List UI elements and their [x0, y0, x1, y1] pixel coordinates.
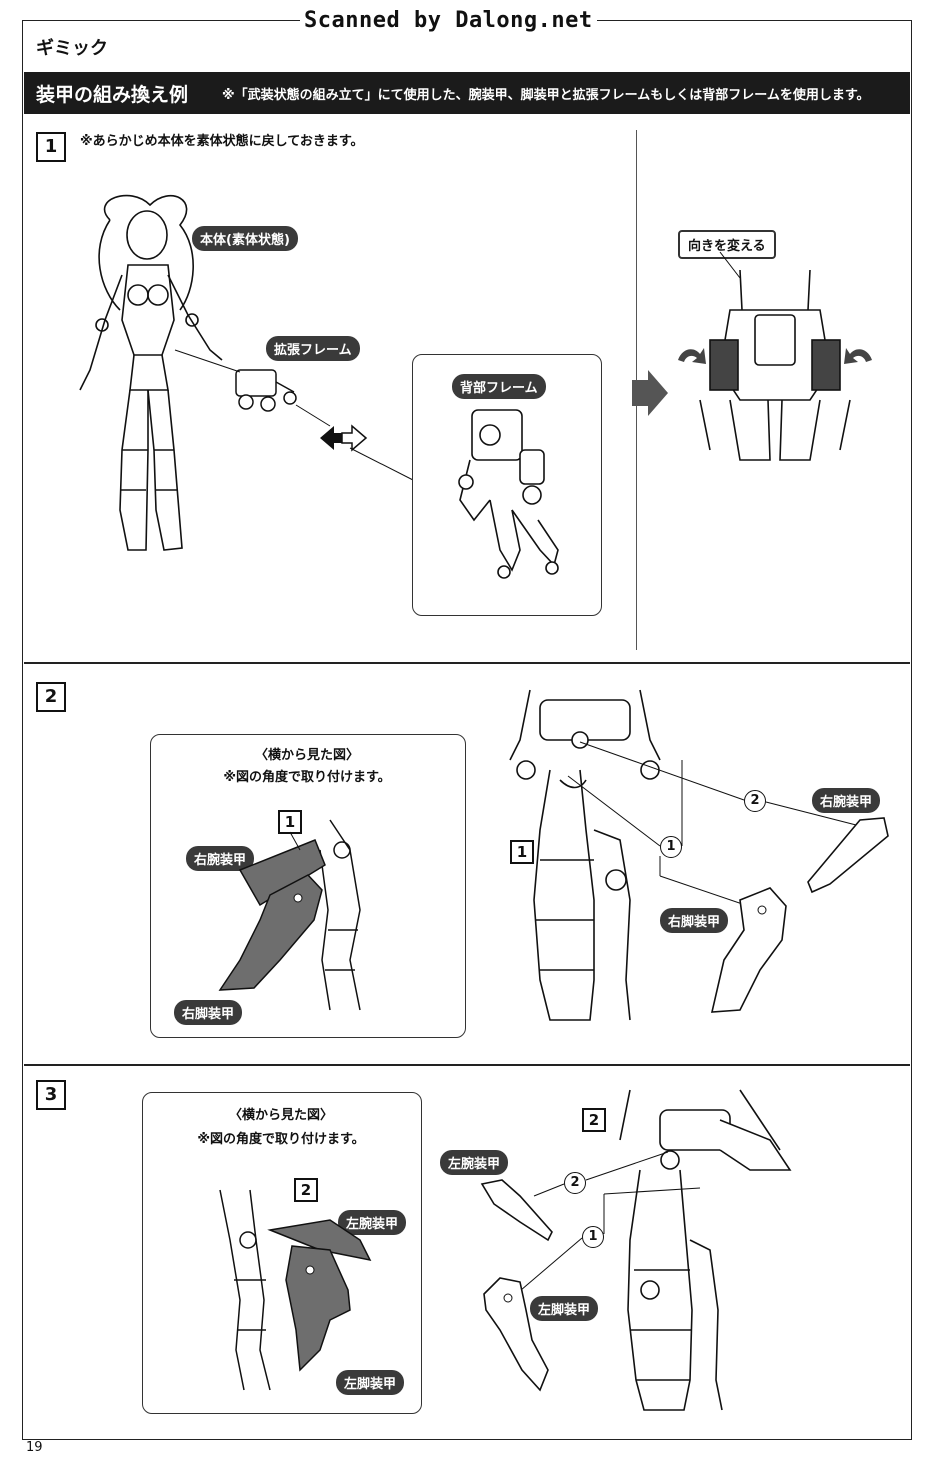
- step3-side-view-illustration: [219, 1189, 372, 1391]
- step2-order-2: 2: [744, 790, 766, 812]
- step2-side-label-right-arm-armor: 右腕装甲: [186, 846, 255, 871]
- back-frame-part: [458, 409, 559, 579]
- step2-side-view-title: 〈横から見た図〉: [254, 748, 359, 763]
- label-back-frame: 背部フレーム: [452, 374, 546, 399]
- step1-note: ※あらかじめ本体を素体状態に戻しておきます。: [80, 134, 364, 149]
- step2-ref-number: 1: [510, 840, 534, 864]
- label-expansion-frame: 拡張フレーム: [266, 336, 360, 361]
- step2-side-view-illustration: [218, 819, 361, 1011]
- step2-label-right-arm-armor: 右腕装甲: [812, 788, 881, 813]
- step3-order-1: 1: [582, 1226, 604, 1248]
- label-body: 本体(素体状態): [192, 226, 298, 251]
- back-frame-rotated-illustration: [678, 269, 872, 461]
- step3-label-left-arm-armor: 左腕装甲: [440, 1150, 509, 1175]
- figure-body-illustration: [79, 194, 223, 551]
- step1-number: 1: [36, 132, 66, 162]
- section-title: ギミック: [36, 38, 108, 59]
- step-divider-1: [24, 662, 910, 664]
- step2-label-right-leg-armor: 右脚装甲: [660, 908, 729, 933]
- watermark: Scanned by Dalong.net: [300, 8, 597, 33]
- label-change-direction: 向きを変える: [678, 230, 776, 259]
- step2-leg-illustration: [509, 689, 661, 1021]
- step2-order-1: 1: [660, 836, 682, 858]
- page-number: 19: [26, 1440, 43, 1455]
- next-arrow-icon: [632, 370, 668, 416]
- step2-number: 2: [36, 682, 66, 712]
- banner-note: ※「武装状態の組み立て」にて使用した、腕装甲、脚装甲と拡張フレームもしくは背部フ…: [222, 88, 870, 103]
- banner-title: 装甲の組み換え例: [36, 84, 189, 106]
- step3-side-label-left-leg-armor: 左脚装甲: [336, 1370, 405, 1395]
- step3-side-ref-number: 2: [294, 1178, 318, 1202]
- step3-label-left-leg-armor: 左脚装甲: [530, 1296, 599, 1321]
- step3-order-2: 2: [564, 1172, 586, 1194]
- step2-side-label-right-leg-armor: 右脚装甲: [174, 1000, 243, 1025]
- step3-side-view-box: [142, 1092, 422, 1414]
- step3-side-label-left-arm-armor: 左腕装甲: [338, 1210, 407, 1235]
- step2-side-view-note: ※図の角度で取り付けます。: [223, 770, 391, 785]
- step3-side-view-title: 〈横から見た図〉: [228, 1108, 333, 1123]
- banner: 装甲の組み換え例 ※「武装状態の組み立て」にて使用した、腕装甲、脚装甲と拡張フレ…: [24, 72, 910, 114]
- expansion-frame-part: [235, 369, 297, 412]
- step3-side-view-note: ※図の角度で取り付けます。: [197, 1132, 365, 1147]
- step-divider-2: [24, 1064, 910, 1066]
- step3-number: 3: [36, 1080, 66, 1110]
- step3-ref-number: 2: [582, 1108, 606, 1132]
- step3-leg-illustration: [619, 1089, 792, 1411]
